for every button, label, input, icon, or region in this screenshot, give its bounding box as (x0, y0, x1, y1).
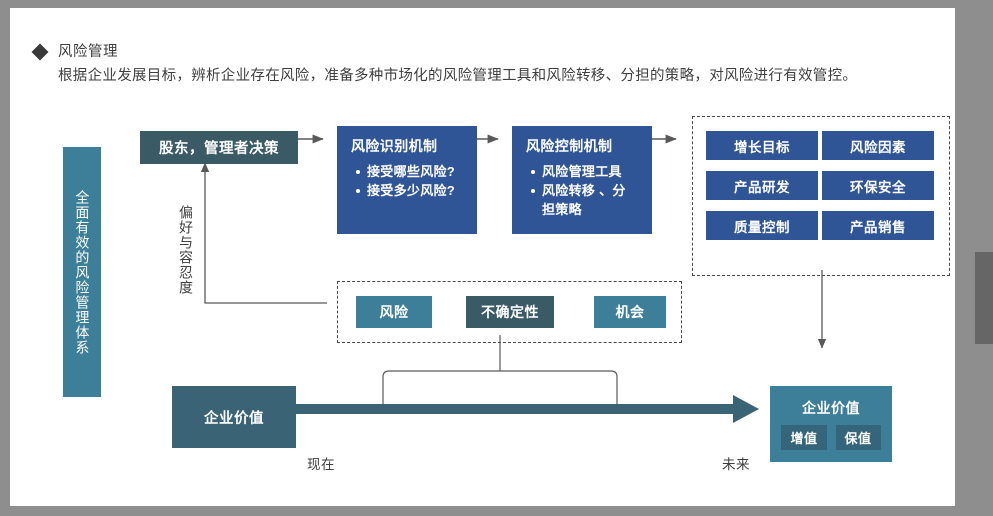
risk-identification-box[interactable]: 风险识别机制 接受哪些风险? 接受多少风险? (337, 126, 477, 234)
diamond-bullet-icon (31, 43, 49, 61)
value-preserve-tag[interactable]: 保值 (835, 425, 881, 450)
risk-uncertainty-opportunity-panel: 风险 不确定性 机会 (337, 281, 682, 343)
timeline-present-label: 现在 (307, 457, 335, 472)
objective-tag[interactable]: 质量控制 (706, 211, 818, 240)
enterprise-value-future-title: 企业价值 (802, 400, 860, 416)
risk-control-title: 风险控制机制 (526, 138, 613, 154)
left-vertical-banner: 全面有效的风险管理体系 (63, 147, 101, 397)
risk-identification-title: 风险识别机制 (351, 138, 438, 154)
timeline-future-label: 未来 (722, 457, 750, 472)
risk-tag[interactable]: 风险 (356, 296, 432, 328)
objective-tag[interactable]: 增长目标 (706, 131, 818, 160)
slide-canvas: 风险管理 根据企业发展目标，辨析企业存在风险，准备多种市场化的风险管理工具和风险… (10, 8, 955, 506)
preference-tolerance-label: 偏好与容忍度 (178, 205, 194, 295)
page-title: 风险管理 (58, 44, 118, 60)
opportunity-tag[interactable]: 机会 (594, 296, 666, 328)
enterprise-value-future-tags: 增值 保值 (781, 425, 881, 450)
page-subtitle: 根据企业发展目标，辨析企业存在风险，准备多种市场化的风险管理工具和风险转移、分担… (58, 68, 858, 84)
enterprise-value-future-box[interactable]: 企业价值 增值 保值 (770, 386, 892, 462)
decision-box[interactable]: 股东，管理者决策 (140, 131, 298, 164)
risk-control-box[interactable]: 风险控制机制 风险管理工具 风险转移 、分担策略 (512, 126, 652, 234)
list-item: 接受多少风险? (356, 182, 463, 201)
objective-tag[interactable]: 风险因素 (822, 131, 934, 160)
objective-tag[interactable]: 环保安全 (822, 171, 934, 200)
objective-tag[interactable]: 产品销售 (822, 211, 934, 240)
objective-tag[interactable]: 产品研发 (706, 171, 818, 200)
bracket-arms (382, 370, 618, 408)
list-item: 风险管理工具 (531, 163, 638, 182)
value-increase-tag[interactable]: 增值 (781, 425, 827, 450)
risk-identification-list: 接受哪些风险? 接受多少风险? (351, 163, 463, 201)
vertical-scrollbar-thumb[interactable] (975, 252, 993, 344)
objectives-panel: 增长目标 风险因素 产品研发 环保安全 质量控制 产品销售 (692, 116, 950, 276)
list-item: 接受哪些风险? (356, 163, 463, 182)
enterprise-value-now-box[interactable]: 企业价值 (172, 386, 296, 448)
uncertainty-tag[interactable]: 不确定性 (466, 296, 554, 328)
vertical-scrollbar-track[interactable] (975, 0, 993, 516)
list-item: 风险转移 、分担策略 (531, 182, 638, 220)
arrow-feedback-loop (200, 162, 327, 304)
timeline-arrow (293, 395, 759, 423)
risk-control-list: 风险管理工具 风险转移 、分担策略 (526, 163, 638, 220)
